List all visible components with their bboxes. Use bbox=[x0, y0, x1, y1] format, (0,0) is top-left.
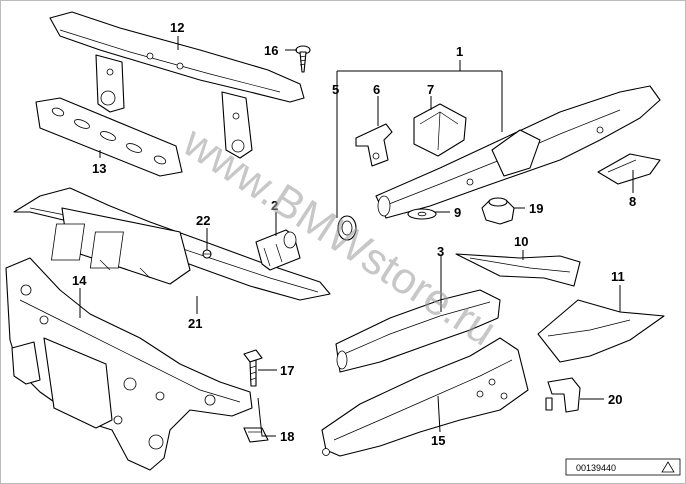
part-10-wheel-arch-section[interactable] bbox=[455, 253, 581, 287]
callout-3: 3 bbox=[437, 244, 444, 259]
watermark-text: www.BMWstore.ru bbox=[174, 117, 505, 356]
part-13-reinforcement-plate[interactable] bbox=[35, 97, 183, 177]
callout-10: 10 bbox=[514, 234, 528, 249]
part-7-mount[interactable] bbox=[413, 103, 467, 157]
leader-lines bbox=[79, 36, 634, 437]
callout-17: 17 bbox=[280, 363, 294, 378]
callout-22: 22 bbox=[196, 213, 210, 228]
part-15-lower-side-member[interactable] bbox=[321, 337, 529, 457]
part-6-bracket[interactable] bbox=[355, 123, 393, 167]
part-9-washer[interactable] bbox=[407, 208, 437, 220]
part-19-rubber-mount[interactable] bbox=[481, 197, 515, 225]
callout-15: 15 bbox=[431, 433, 445, 448]
part-17-bolt[interactable] bbox=[243, 349, 263, 387]
callout-1: 1 bbox=[456, 44, 463, 59]
callout-5: 5 bbox=[332, 82, 339, 97]
part-20-bracket[interactable] bbox=[545, 377, 581, 413]
part-1-side-member-assembly[interactable] bbox=[375, 85, 661, 219]
callout-20: 20 bbox=[608, 392, 622, 407]
part-12-upper-cross-member[interactable] bbox=[49, 11, 305, 159]
callout-2: 2 bbox=[271, 198, 278, 213]
part-2-bracket[interactable] bbox=[255, 229, 301, 271]
callout-9: 9 bbox=[454, 205, 461, 220]
reference-number: 00139440 bbox=[576, 463, 616, 473]
part-22-clip[interactable] bbox=[202, 249, 212, 259]
callout-16: 16 bbox=[264, 43, 278, 58]
callout-7: 7 bbox=[427, 82, 434, 97]
callout-8: 8 bbox=[629, 194, 636, 209]
part-14-front-carrier[interactable] bbox=[5, 257, 253, 471]
part-3-side-member[interactable] bbox=[335, 289, 501, 373]
part-8-cover[interactable] bbox=[597, 153, 661, 185]
corner-triangle-icon bbox=[661, 461, 675, 473]
callout-11: 11 bbox=[611, 269, 625, 284]
reference-number-box: 00139440 bbox=[565, 458, 681, 476]
part-16-bolt[interactable] bbox=[295, 45, 311, 73]
callout-19: 19 bbox=[529, 201, 543, 216]
callout-18: 18 bbox=[280, 429, 294, 444]
callout-14: 14 bbox=[72, 273, 87, 288]
callout-12: 12 bbox=[170, 20, 184, 35]
callout-13: 13 bbox=[92, 161, 106, 176]
callout-6: 6 bbox=[373, 82, 380, 97]
part-18-clip-nut[interactable] bbox=[243, 427, 269, 443]
part-11-panel[interactable] bbox=[537, 299, 665, 363]
part-5-ring[interactable] bbox=[337, 215, 357, 241]
part-21-front-trim[interactable] bbox=[13, 187, 331, 301]
callout-labels: 1 2 3 5 6 7 8 9 10 11 12 13 14 15 16 17 … bbox=[72, 20, 636, 448]
callout-21: 21 bbox=[188, 316, 202, 331]
